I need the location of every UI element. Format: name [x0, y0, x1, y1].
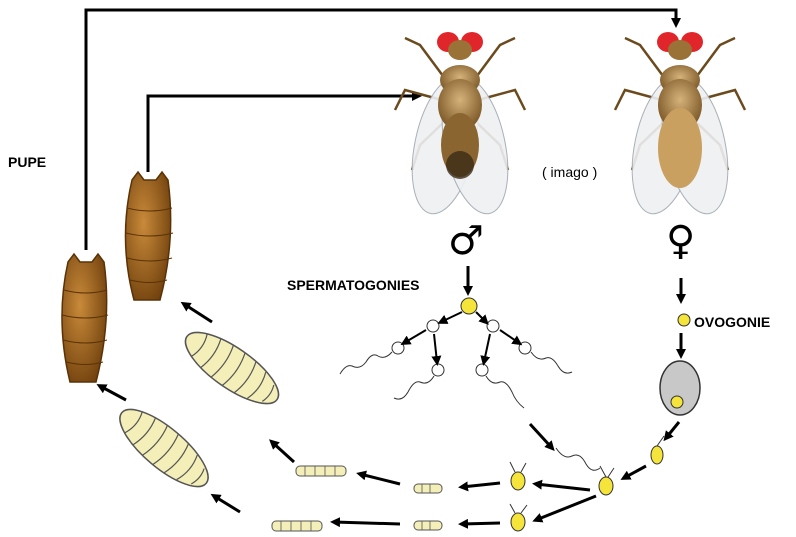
sperm-tails — [340, 352, 600, 470]
zygote-sperm-marks — [510, 436, 664, 513]
pupa-right — [125, 172, 173, 300]
egg-cell — [660, 361, 700, 415]
connector-arrows-top — [86, 10, 676, 250]
gamete-arrows — [468, 266, 681, 478]
pupe-label: PUPE — [8, 154, 46, 170]
imago-label: ( imago ) — [542, 164, 597, 180]
female-fly-illustration — [615, 32, 745, 220]
male-fly-illustration — [395, 32, 525, 220]
spermatogonium-cell — [461, 298, 477, 314]
female-symbol: ♀ — [666, 218, 695, 264]
development-arrows — [100, 304, 596, 524]
ovogonie-label: OVOGONIE — [694, 314, 770, 330]
larva-upper — [175, 320, 288, 416]
spermatogonies-label: SPERMATOGONIES — [287, 277, 420, 293]
pupa-left — [62, 254, 108, 382]
sperm-tree-arrows — [404, 312, 519, 362]
larva-lower — [109, 397, 219, 498]
ovogonie-cell — [678, 314, 690, 326]
spermatocyte-cells — [392, 320, 531, 376]
male-symbol: ♂ — [448, 218, 484, 264]
